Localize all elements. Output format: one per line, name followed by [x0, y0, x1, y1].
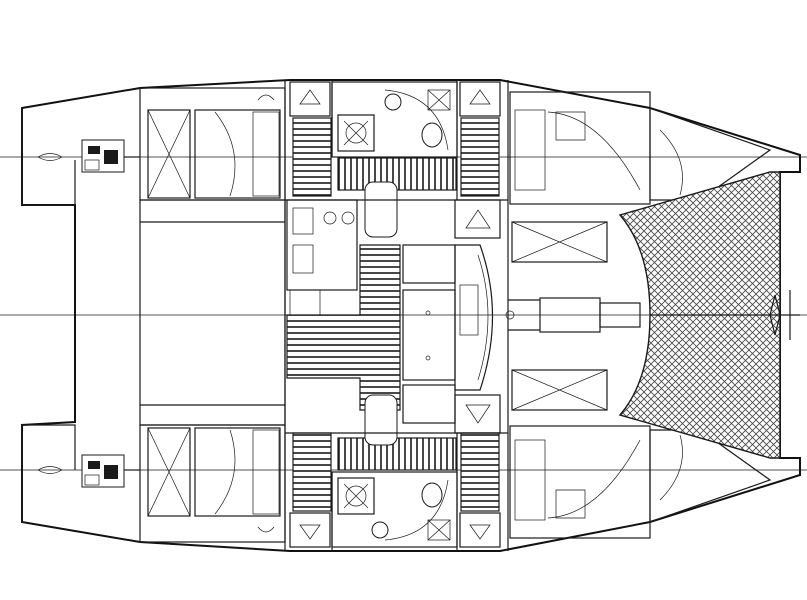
port-fwd-stairs: [460, 117, 500, 197]
bowsprit: [650, 290, 800, 340]
starboard-stove: [337, 477, 375, 515]
hull-outline: [21, 79, 801, 552]
saloon-dinette: [402, 244, 494, 424]
port-aft-stairs: [292, 117, 332, 197]
starboard-head: [331, 471, 458, 548]
port-stove: [337, 114, 375, 152]
port-aft-cabin: [139, 87, 286, 201]
port-bench: [337, 157, 457, 191]
port-head: [331, 81, 458, 158]
starboard-bench: [337, 437, 457, 471]
starboard-stern: [21, 424, 76, 522]
starboard-engine: [81, 454, 140, 488]
aft-cockpit: [139, 199, 286, 426]
port-engine: [81, 139, 140, 173]
forward-lockers: [511, 221, 608, 411]
starboard-aft-stairs: [292, 432, 332, 512]
starboard-aft-cabin: [139, 424, 286, 543]
galley: [286, 199, 358, 317]
port-stern: [21, 108, 76, 206]
forward-beam: [505, 297, 641, 333]
bulkheads: [284, 80, 509, 551]
starboard-fwd-stairs: [460, 432, 500, 512]
saloon-floor: [286, 244, 401, 411]
